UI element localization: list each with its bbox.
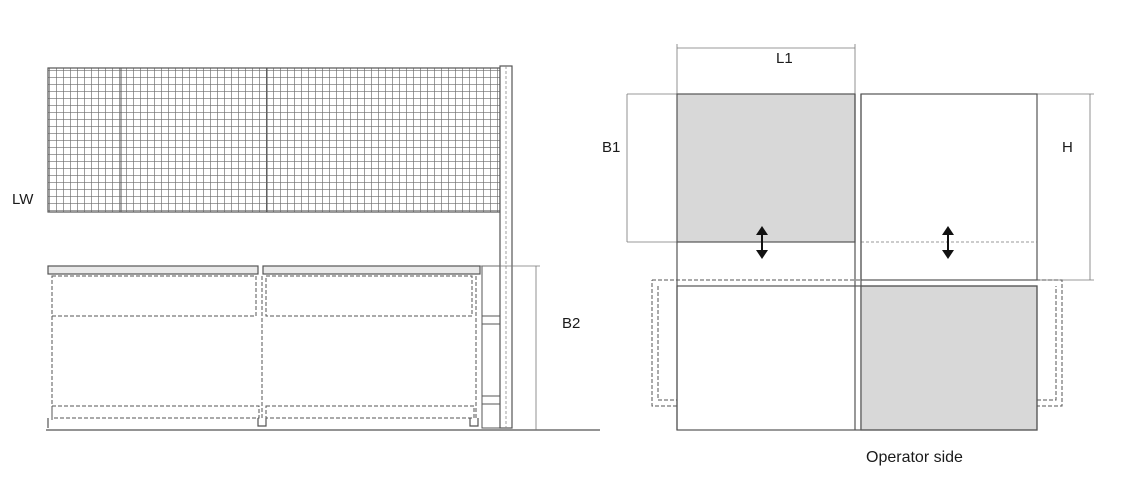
mesh-screen xyxy=(47,67,501,213)
table-top xyxy=(262,265,481,275)
double-arrow-icon xyxy=(756,226,768,259)
label-h: H xyxy=(1062,139,1073,156)
drawer xyxy=(265,275,473,317)
drawer xyxy=(51,275,257,317)
dashed-frame xyxy=(651,279,1063,407)
caption-operator-side: Operator side xyxy=(866,449,963,466)
side-view: LW B2 xyxy=(12,65,600,431)
double-arrow-icon xyxy=(942,226,954,259)
bottom-rail xyxy=(51,405,260,419)
table-top xyxy=(47,265,259,275)
top-view: L1 B1 H Operator side xyxy=(602,44,1094,466)
label-b2: B2 xyxy=(562,315,580,332)
shaded-panel-bottom-right xyxy=(860,285,1038,431)
label-lw: LW xyxy=(12,191,34,208)
label-b1: B1 xyxy=(602,139,620,156)
label-l1: L1 xyxy=(776,50,793,67)
shaded-panel-top-left xyxy=(676,93,856,243)
bottom-rail xyxy=(265,405,475,419)
